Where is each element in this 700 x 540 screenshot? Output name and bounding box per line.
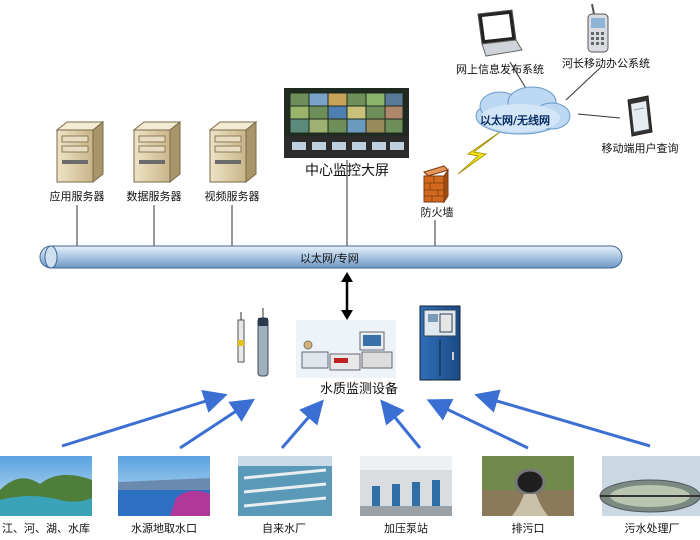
- video-server-icon: [208, 120, 258, 184]
- source-label-river: 江、河、湖、水库: [2, 522, 90, 535]
- firewall-icon: [423, 165, 449, 204]
- source-photo-sewage-outlet: [482, 456, 574, 516]
- data-server-icon: [132, 120, 182, 184]
- source-label-sewage-outlet: 排污口: [511, 522, 545, 535]
- mobile-office-system-label: 河长移动办公系统: [562, 57, 650, 70]
- data-server-label: 数据服务器: [126, 190, 182, 203]
- network-cloud-icon: [475, 86, 571, 135]
- source-label-sewage-plant: 污水处理厂: [624, 522, 680, 535]
- network-bus-label: 以太网/专网: [300, 252, 359, 265]
- laptop-icon: [477, 9, 523, 57]
- lab-analyzer-image: [296, 320, 396, 378]
- connector-lines: [76, 61, 621, 247]
- video-server-label: 视频服务器: [204, 190, 260, 203]
- source-label-pump-station: 加压泵站: [384, 522, 428, 535]
- network-cloud-label: 以太网/无线网: [480, 114, 551, 127]
- analyzer-cabinet-image: [419, 305, 461, 381]
- monitoring-wall-image: [284, 88, 409, 158]
- source-label-water-intake: 水源地取水口: [131, 522, 197, 535]
- source-photo-waterworks: [238, 456, 332, 516]
- application-server-icon: [55, 120, 105, 184]
- sensor-probes-image: [237, 308, 269, 377]
- water-quality-devices-label: 水质监测设备: [320, 382, 399, 397]
- mobile-phone-icon: [587, 3, 609, 53]
- firewall-label: 防火墙: [420, 206, 454, 219]
- bidirectional-arrow-icon: [341, 272, 353, 320]
- application-server-label: 应用服务器: [49, 190, 105, 203]
- data-flow-arrows: [61, 389, 651, 450]
- source-label-waterworks: 自来水厂: [262, 522, 306, 535]
- monitoring-wall-label: 中心监控大屏: [305, 163, 389, 179]
- source-photo-pump-station: [360, 456, 452, 516]
- mobile-user-query-label: 移动端用户查询: [601, 142, 679, 155]
- wireless-link-icon: [457, 131, 501, 175]
- source-photo-river: [0, 456, 92, 516]
- info-publish-system-label: 网上信息发布系统: [456, 63, 544, 76]
- source-photo-water-intake: [118, 456, 210, 516]
- source-photo-sewage-plant: [599, 456, 700, 516]
- tablet-icon: [627, 95, 653, 137]
- network-bus-pipe: [39, 245, 623, 269]
